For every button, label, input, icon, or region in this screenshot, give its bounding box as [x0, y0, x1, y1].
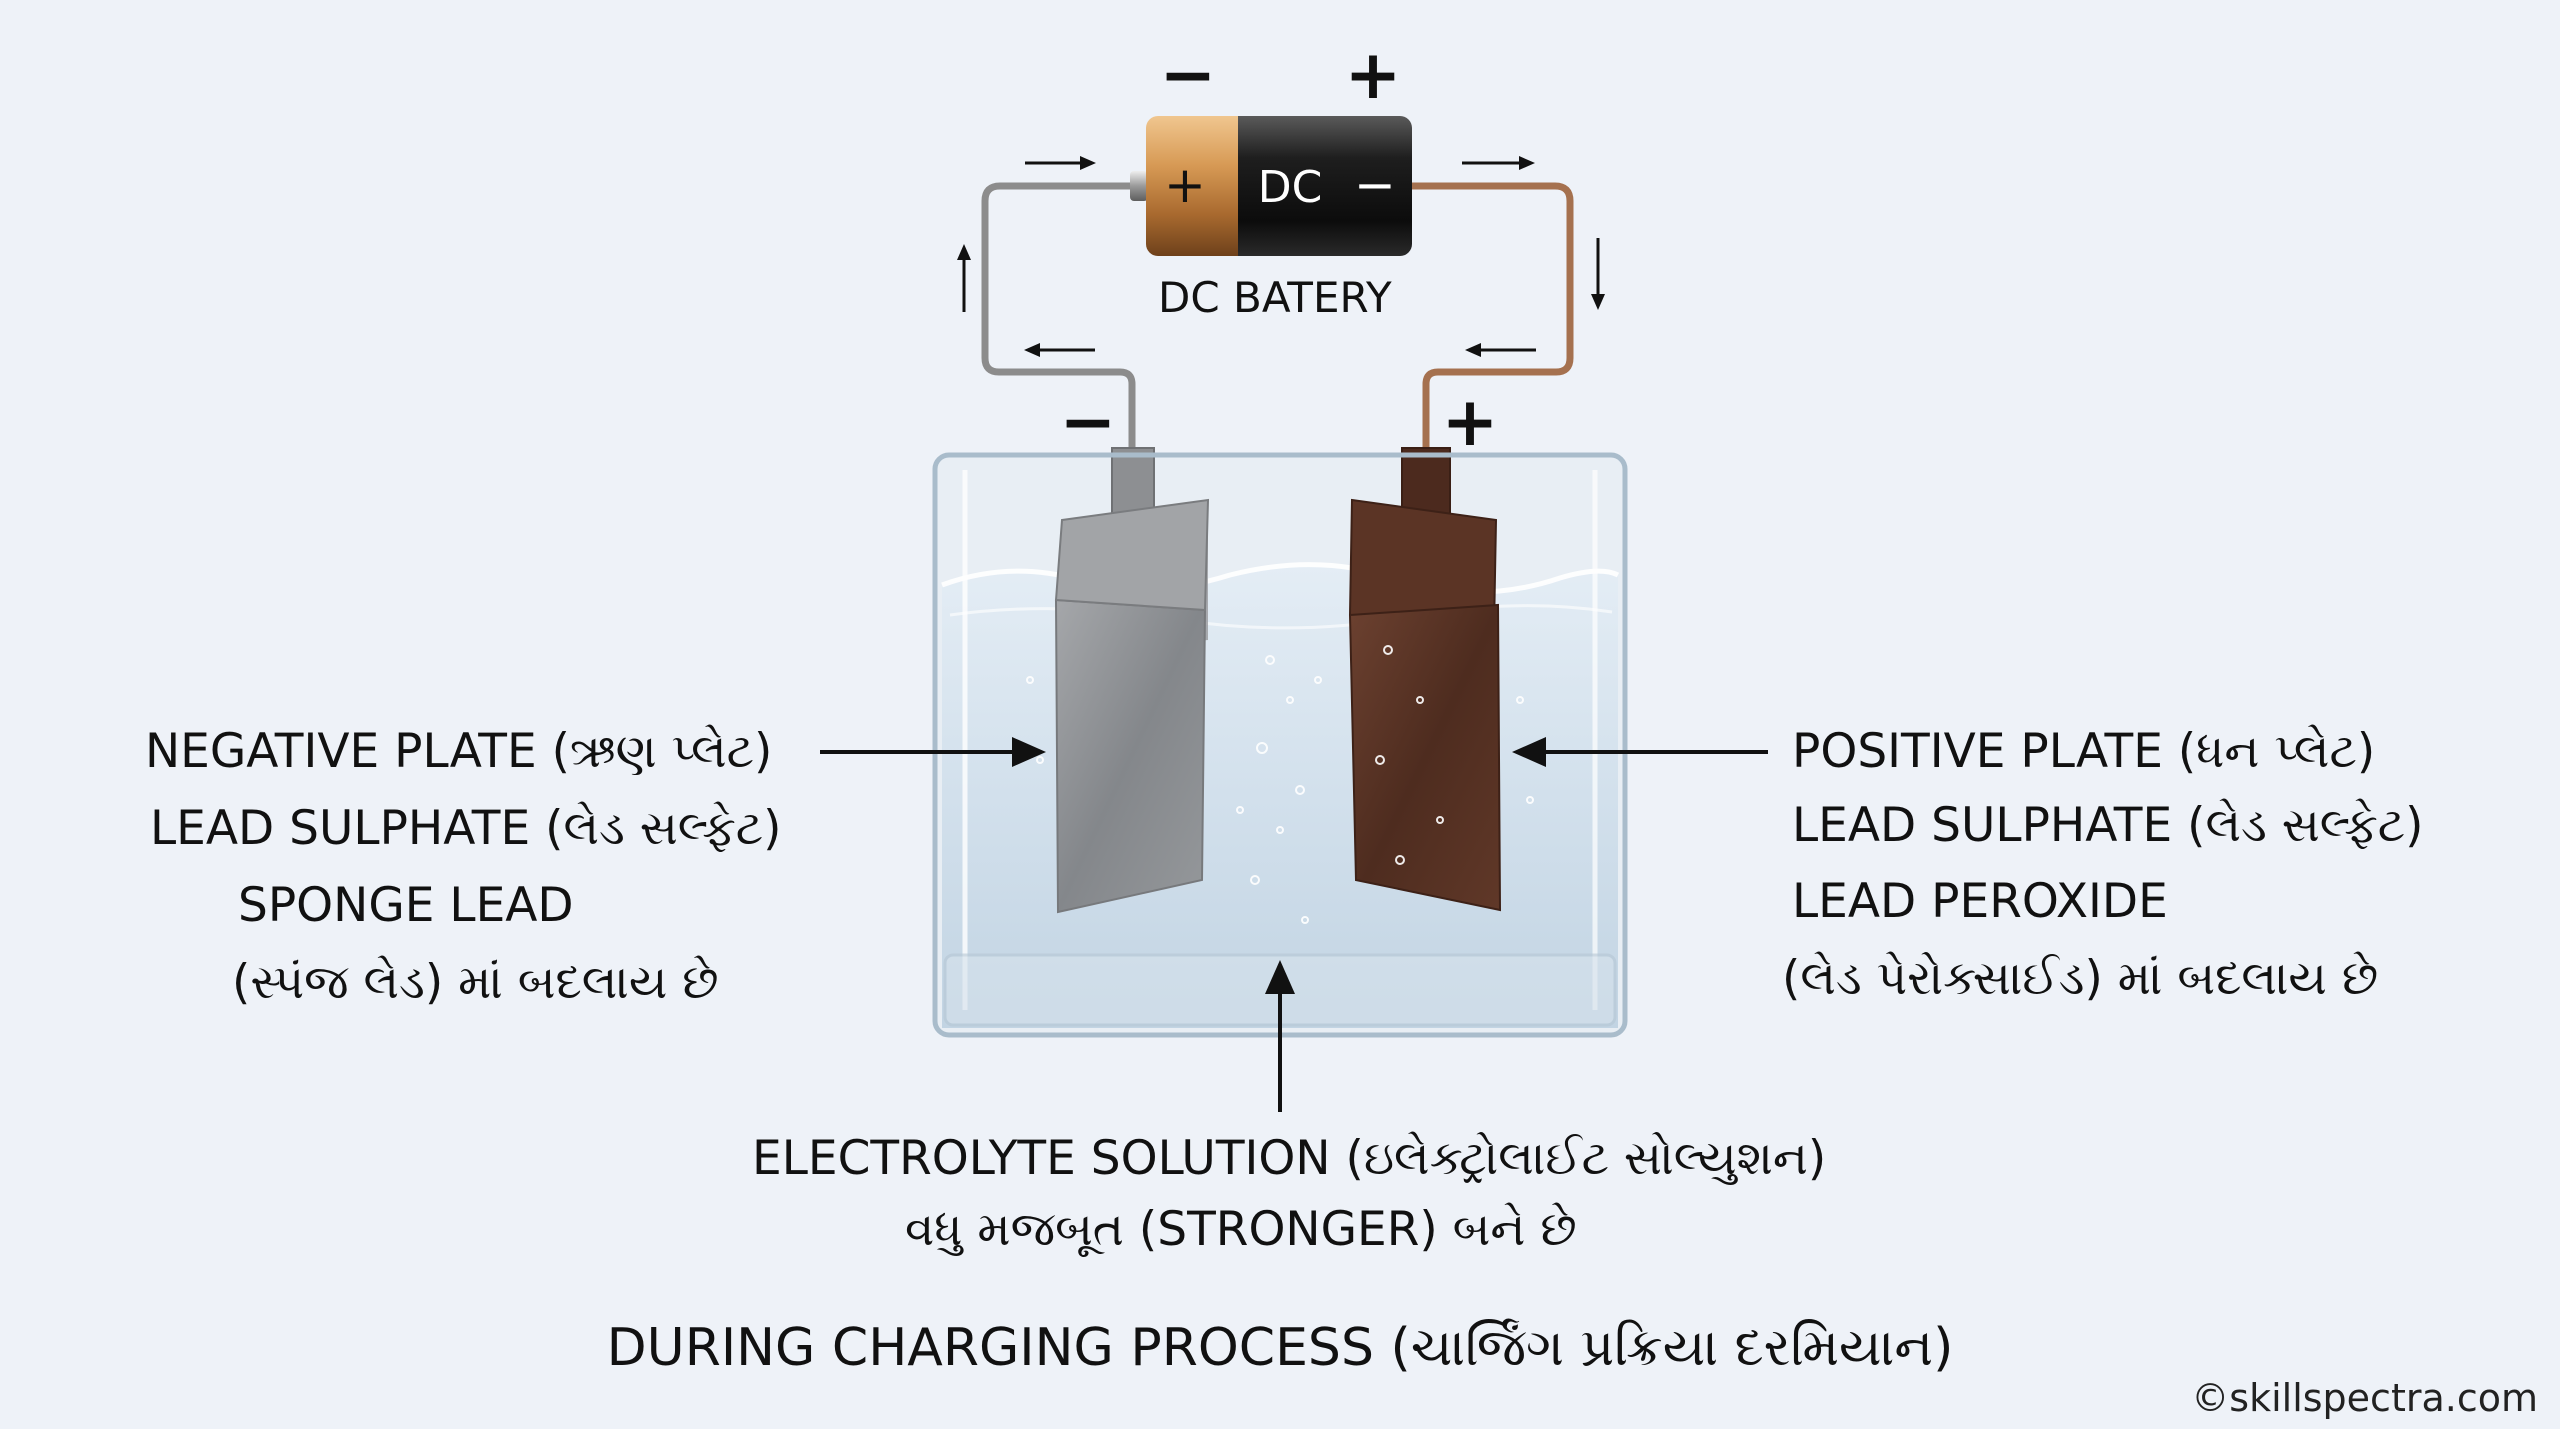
- arrow-up-icon: [957, 244, 971, 312]
- arrow-right-icon: [1462, 156, 1535, 170]
- battery-cap-sign: +: [1164, 156, 1206, 214]
- battery-cap: [1130, 171, 1148, 201]
- lead-peroxide-label: LEAD PEROXIDE: [1792, 874, 2168, 929]
- positive-lead-sulphate-label: LEAD SULPHATE (લેડ સલ્ફેટ): [1792, 798, 2424, 853]
- electrode-negative-sign: −: [1060, 383, 1117, 462]
- arrow-down-icon: [1591, 238, 1605, 310]
- electrolyte-stronger-label: વધુ મજબૂત (STRONGER) બને છે: [905, 1202, 1577, 1257]
- negative-plate: [1054, 498, 1210, 914]
- battery-copper-section: [1146, 116, 1254, 256]
- arrow-left-icon: [1024, 343, 1095, 357]
- battery-caption: DC BATERY: [1158, 273, 1392, 322]
- circuit-wires: [981, 182, 1574, 452]
- pointer-arrow-to-positive-plate-icon: [1512, 737, 1768, 767]
- pointer-arrow-to-negative-plate-icon: [820, 737, 1046, 767]
- positive-plate: [1348, 498, 1502, 912]
- copyright-text: ©skillspectra.com: [2191, 1376, 2538, 1420]
- battery-body-label: DC: [1258, 162, 1323, 213]
- label-pointers: [820, 737, 1768, 1112]
- sponge-lead-label: SPONGE LEAD: [238, 878, 574, 933]
- battery-negative-sign: −: [1160, 36, 1217, 115]
- electrolyte-label: ELECTROLYTE SOLUTION (ઇલેક્ટ્રોલાઈટ સોલ્…: [752, 1131, 1827, 1186]
- negative-plate-label: NEGATIVE PLATE (ઋણ પ્લેટ): [145, 724, 773, 779]
- electrode-positive-sign: +: [1442, 383, 1499, 462]
- page-caption: DURING CHARGING PROCESS (ચાર્જિંગ પ્રક્ર…: [606, 1318, 1954, 1378]
- glass-tank: [933, 453, 1627, 1037]
- wire-right: [1412, 182, 1574, 452]
- pointer-arrow-to-electrolyte-icon: [1265, 960, 1295, 1112]
- gas-bubbles: [1026, 645, 1534, 924]
- lead-peroxide-change-label: (લેડ પેરોક્સાઈડ) માં બદલાય છે: [1782, 951, 2379, 1006]
- current-arrows: [957, 156, 1605, 357]
- dc-battery: + DC −: [1130, 116, 1412, 256]
- positive-plate-label: POSITIVE PLATE (ધન પ્લેટ): [1792, 724, 2376, 779]
- arrow-right-icon: [1025, 156, 1096, 170]
- negative-lead-sulphate-label: LEAD SULPHATE (લેડ સલ્ફેટ): [150, 801, 782, 856]
- wire-left: [981, 182, 1136, 452]
- sponge-lead-change-label: (સ્પંજ લેડ) માં બદલાય છે: [232, 955, 719, 1010]
- arrow-left-icon: [1465, 343, 1536, 357]
- battery-body-sign: −: [1354, 156, 1396, 214]
- battery-black-section: [1238, 116, 1412, 256]
- battery-positive-sign: +: [1345, 36, 1402, 115]
